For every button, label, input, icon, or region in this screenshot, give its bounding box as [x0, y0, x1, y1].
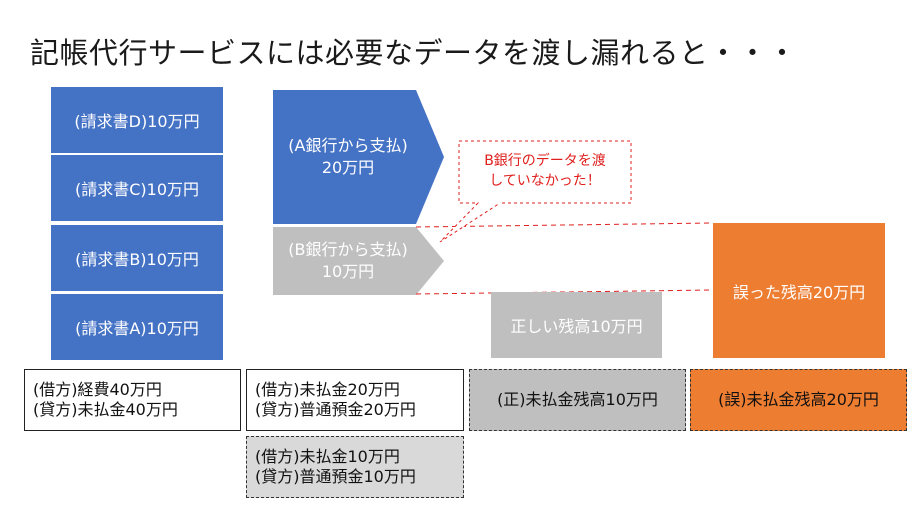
- journal-expense: (借方)経費40万円 (貸方)未払金40万円: [24, 369, 241, 431]
- dashed-line-top: [415, 222, 714, 228]
- callout-line1: B銀行のデータを渡: [484, 153, 606, 169]
- payment-b-label: (B銀行から支払) 10万円: [273, 227, 423, 295]
- journal-payment-a: (借方)未払金20万円 (貸方)普通預金20万円: [246, 369, 464, 431]
- payment-a-arrow: [273, 90, 444, 224]
- journal-payment-b-credit: (貸方)普通預金10万円: [255, 467, 416, 486]
- callout-box: [458, 140, 632, 204]
- journal-expense-credit: (貸方)未払金40万円: [33, 400, 178, 419]
- journal-payment-b: (借方)未払金10万円 (貸方)普通預金10万円: [246, 436, 464, 498]
- journal-expense-debit: (借方)経費40万円: [33, 380, 162, 399]
- invoice-c: (請求書C)10万円: [51, 155, 223, 221]
- invoice-d: (請求書D)10万円: [51, 87, 223, 153]
- journal-payment-a-credit: (貸方)普通預金20万円: [255, 400, 416, 419]
- payment-a-line1: (A銀行から支払): [288, 136, 408, 155]
- payment-b-arrow: [273, 227, 444, 295]
- journal-wrong-text: (誤)未払金残高20万円: [718, 390, 879, 409]
- invoice-a: (請求書A)10万円: [51, 294, 223, 360]
- page-title: 記帳代行サービスには必要なデータを渡し漏れると・・・: [30, 36, 798, 70]
- callout-line2: していなかった！: [489, 173, 601, 189]
- journal-correct-balance: (正)未払金残高10万円: [469, 369, 686, 431]
- correct-balance-box: 正しい残高10万円: [491, 292, 662, 358]
- payment-a-label: (A銀行から支払) 20万円: [273, 90, 423, 224]
- payment-b-line2: 10万円: [321, 262, 375, 281]
- payment-b-line1: (B銀行から支払): [288, 240, 408, 259]
- wrong-balance-box: 誤った残高20万円: [713, 223, 885, 358]
- journal-wrong-balance: (誤)未払金残高20万円: [690, 369, 907, 431]
- callout-pointer: [439, 202, 501, 243]
- payment-a-line2: 20万円: [321, 158, 375, 177]
- journal-payment-b-debit: (借方)未払金10万円: [255, 447, 400, 466]
- journal-payment-a-debit: (借方)未払金20万円: [255, 380, 400, 399]
- callout-text: B銀行のデータを渡 していなかった！: [459, 151, 631, 191]
- journal-correct-text: (正)未払金残高10万円: [497, 390, 658, 409]
- invoice-b: (請求書B)10万円: [51, 225, 223, 291]
